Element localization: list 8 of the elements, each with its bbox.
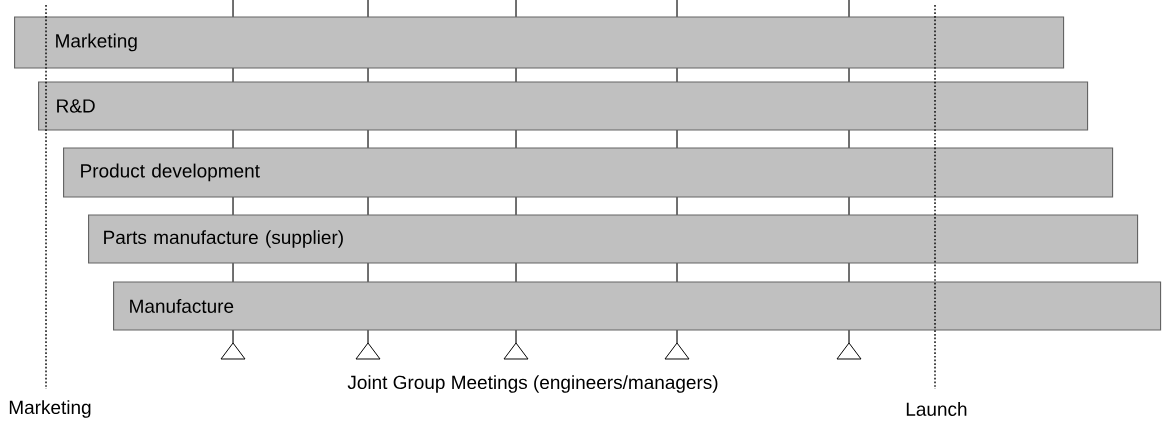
- bar: Parts manufacture (supplier): [88, 214, 1139, 264]
- meeting-label: Joint Group Meetings (engineers/managers): [347, 375, 718, 393]
- bar: Product development: [63, 147, 1114, 198]
- milestone-label: Marketing: [9, 400, 91, 418]
- bar: Manufacture: [113, 281, 1162, 331]
- milestone-label: Launch: [906, 402, 967, 416]
- bar: Marketing: [14, 16, 1065, 69]
- bar: R&D: [38, 81, 1089, 131]
